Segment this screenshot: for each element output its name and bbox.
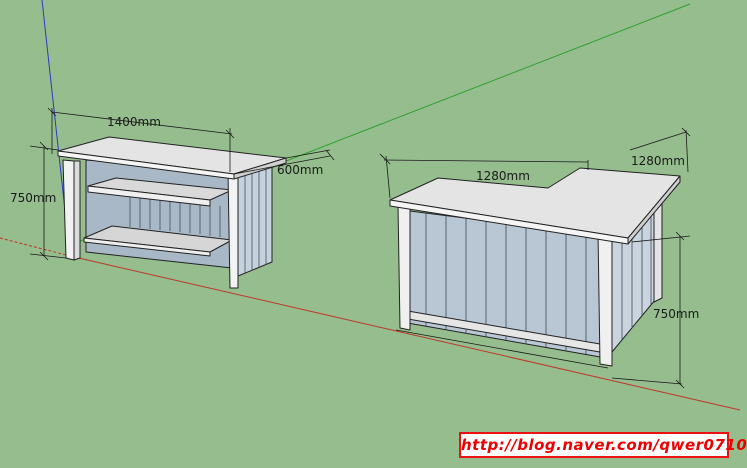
right-counter-front-left-leg — [397, 204, 411, 331]
dimension-label-right-height: 750mm — [653, 307, 699, 321]
dimension-label-right-width: 1280mm — [476, 169, 530, 183]
left-table-side-panel — [237, 159, 273, 277]
right-counter-top-side-edge — [627, 175, 681, 245]
right-counter-model[interactable] — [389, 167, 681, 367]
left-table-front-right-leg — [227, 171, 239, 289]
dimension-label-left-height: 750mm — [10, 191, 56, 205]
red-axis-back — [0, 237, 71, 257]
left-table-front-left-leg — [62, 159, 75, 261]
blog-watermark: http://blog.naver.com/qwer0710 — [459, 432, 747, 458]
left-table-side-planks — [244, 163, 267, 273]
dimension-label-left-width: 1400mm — [107, 115, 161, 129]
left-table-top-side-edge — [233, 157, 287, 180]
left-table-front-left-leg-side — [73, 160, 81, 261]
left-table-lower-shelf-edge — [83, 237, 211, 257]
dimension-label-left-depth: 600mm — [277, 163, 323, 177]
right-counter-side-planks — [621, 210, 652, 340]
left-table-model[interactable] — [57, 136, 287, 289]
left-table-middle-shelf-edge — [87, 185, 211, 207]
right-counter-front-right-leg — [597, 231, 613, 367]
right-counter-front-planks — [425, 213, 587, 354]
left-table-back-planks — [129, 197, 221, 237]
dimension-label-right-side: 1280mm — [631, 154, 685, 168]
red-axis — [69, 255, 741, 411]
dimension-lines — [29, 107, 691, 389]
